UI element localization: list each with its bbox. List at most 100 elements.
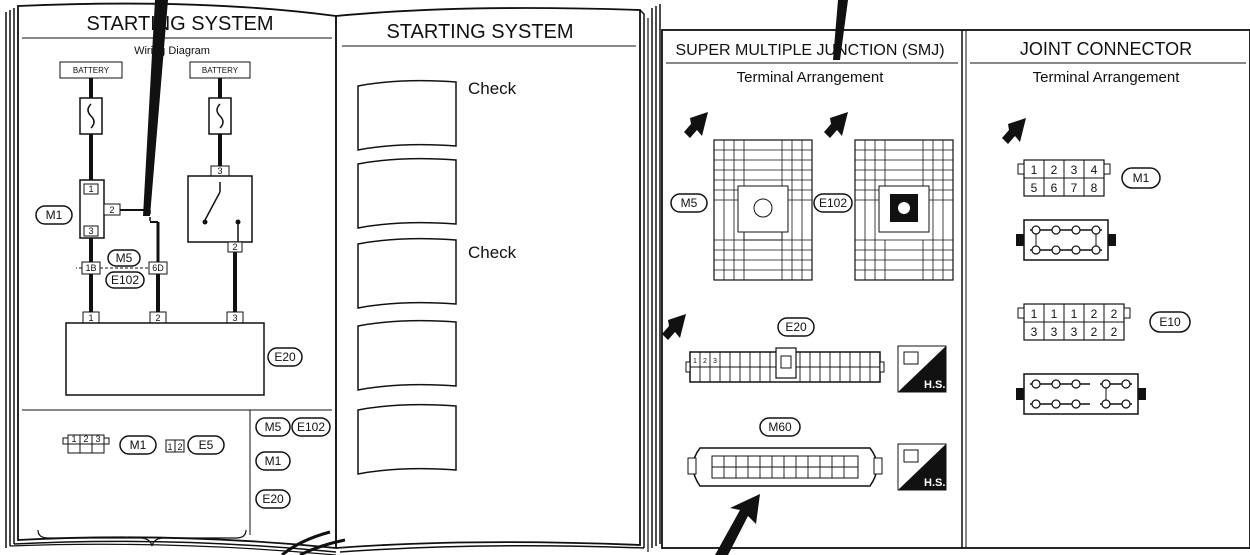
smj-pin-6d: 6D [152, 263, 164, 273]
label-e102-text: E102 [111, 273, 139, 287]
label-e20-text: E20 [274, 350, 296, 364]
joint-e10-circuit [1016, 373, 1146, 415]
starter-relay: 3 2 [187, 165, 253, 300]
page4: JOINT CONNECTOR Terminal Arrangement 1 2… [970, 39, 1246, 415]
m1-top-pin-1: 1 [1031, 163, 1038, 177]
legend-col-e102: E102 [297, 420, 325, 434]
smj-m5-label: M5 [681, 196, 698, 210]
battery-left: BATTERY [59, 61, 123, 79]
page3-subtitle: Terminal Arrangement [737, 69, 885, 86]
e10-bottom-pin-2: 3 [1051, 325, 1058, 339]
joint-m1-label: M1 [1133, 171, 1150, 185]
e10-top-pin-1: 1 [1031, 307, 1038, 321]
smj-pin-1b: 1B [85, 263, 96, 273]
legend-pin-1: 1 [71, 434, 76, 444]
page3: SUPER MULTIPLE JUNCTION (SMJ) Terminal A… [662, 0, 958, 555]
page3-title: SUPER MULTIPLE JUNCTION (SMJ) [675, 42, 944, 59]
label-m5-text: M5 [116, 251, 133, 265]
smj-m5-e102: 1B 6D M5 E102 [76, 238, 168, 312]
m1-pin-3: 3 [88, 226, 93, 236]
pointer-arrow-e102 [824, 112, 848, 138]
page1-title: STARTING SYSTEM [86, 13, 273, 35]
m1-pin-1: 1 [88, 184, 93, 194]
label-m1-text: M1 [46, 208, 63, 222]
e10-top-pin-5: 2 [1111, 307, 1118, 321]
check-label-2: Check [468, 243, 517, 262]
fuse-left [79, 78, 103, 180]
e10-top-pin-2: 1 [1051, 307, 1058, 321]
hs-badge-e20-text: H.S. [924, 379, 945, 391]
page4-title: JOINT CONNECTOR [1020, 39, 1192, 59]
smj-e102-grid: E102 [813, 139, 954, 281]
pointer-arrow-top-right [833, 0, 848, 60]
e10-top-pin-3: 1 [1071, 307, 1078, 321]
joint-e10-terminals: 1 1 1 2 2 3 3 3 2 2 E10 [1017, 303, 1191, 341]
page2: STARTING SYSTEM Check Check [342, 21, 636, 475]
left-book [5, 2, 649, 555]
battery-right: BATTERY [189, 61, 251, 79]
legend-col-m1: M1 [265, 454, 282, 468]
legend-pin-3: 3 [95, 434, 100, 444]
legend-e5-pin-2: 2 [177, 442, 182, 452]
m1-bottom-pin-8: 8 [1091, 181, 1098, 195]
joint-m1-terminals: 1 2 3 4 5 6 7 8 M1 [1017, 159, 1161, 197]
page1-subtitle: Wiring Diagram [134, 45, 210, 57]
page1: STARTING SYSTEM Wiring Diagram BATTERY B… [22, 13, 332, 547]
legend-col-e20: E20 [262, 492, 284, 506]
legend-pin-2: 2 [83, 434, 88, 444]
hs-badge-m60-text: H.S. [924, 477, 945, 489]
page4-subtitle: Terminal Arrangement [1033, 69, 1181, 86]
m1-bottom-pin-6: 6 [1051, 181, 1058, 195]
e20-pin-2: 2 [155, 313, 160, 323]
legend-e5-pin-1: 1 [167, 442, 172, 452]
e20-pin-3: 3 [232, 313, 237, 323]
m1-top-pin-3: 3 [1071, 163, 1078, 177]
e20-pin-1: 1 [88, 313, 93, 323]
connector-legend: 1 2 3 M1 1 2 E5 [62, 434, 225, 455]
e20-terminal-connector: E20 1 2 3 [685, 317, 885, 383]
battery-right-label: BATTERY [202, 66, 239, 75]
m1-top-pin-2: 2 [1051, 163, 1058, 177]
legend-right-column: M5 E102 M1 E20 [255, 417, 331, 509]
e20-pin-label-3: 3 [713, 358, 717, 365]
smj-m5-grid: M5 [670, 139, 813, 281]
e20-pin-label-2: 2 [703, 358, 707, 365]
m1-bottom-pin-7: 7 [1071, 181, 1078, 195]
joint-m1-circuit [1016, 219, 1116, 261]
legend-e5-text: E5 [199, 438, 214, 452]
pointer-arrow-e20 [662, 314, 686, 340]
e20-connector-label: E20 [785, 320, 807, 334]
hs-badge-m60: H.S. [897, 443, 947, 491]
pointer-arrow-top-left [143, 0, 168, 216]
pointer-arrow-m5 [684, 112, 708, 138]
e10-bottom-pin-3: 3 [1071, 325, 1078, 339]
e20-pin-label-1: 1 [693, 358, 697, 365]
battery-left-label: BATTERY [73, 66, 110, 75]
m60-terminal-connector: M60 [687, 417, 883, 487]
m1-top-pin-4: 4 [1091, 163, 1098, 177]
m60-connector-label: M60 [768, 420, 792, 434]
legend-m1-text: M1 [130, 438, 147, 452]
check-label-1: Check [468, 79, 517, 98]
page2-title: STARTING SYSTEM [386, 21, 573, 43]
relay-pin-3: 3 [217, 166, 222, 176]
fuse-right [208, 78, 232, 166]
hs-badge-e20: H.S. [897, 345, 947, 393]
m1-bottom-pin-5: 5 [1031, 181, 1038, 195]
starter-motor-e20: 1 2 3 E20 [65, 300, 303, 396]
m1-pin-2: 2 [109, 205, 114, 215]
relay-pin-2: 2 [232, 242, 237, 252]
e10-bottom-pin-4: 2 [1091, 325, 1098, 339]
e10-bottom-pin-5: 2 [1111, 325, 1118, 339]
pointer-arrow-bottom [715, 494, 760, 555]
pointer-arrow-m1 [1002, 118, 1026, 144]
joint-m1: 1 3 2 [79, 179, 160, 262]
smj-e102-label: E102 [819, 196, 847, 210]
label-m1: M1 [35, 205, 73, 225]
e10-top-pin-4: 2 [1091, 307, 1098, 321]
legend-col-m5: M5 [265, 420, 282, 434]
e10-bottom-pin-1: 3 [1031, 325, 1038, 339]
check-placeholders [357, 79, 457, 475]
